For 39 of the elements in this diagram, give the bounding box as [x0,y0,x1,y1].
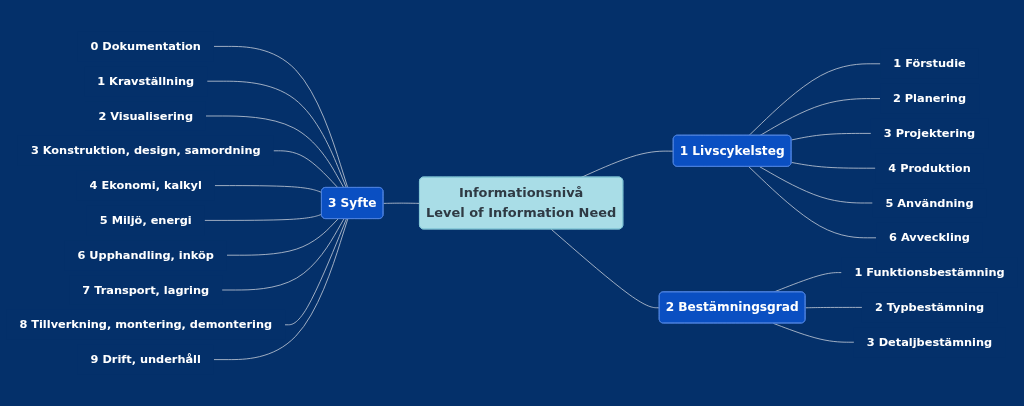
connector [204,213,323,221]
connector [221,218,345,291]
connector [213,218,349,360]
connector [791,133,872,141]
node-text: 3 Projektering [883,126,976,140]
node-text: 6 Upphandling, inköp [77,248,214,262]
node-text: 7 Transport, lagring [82,283,210,297]
connector [214,185,323,193]
node-text: 0 Dokumentation [90,39,201,53]
node-text: 1 Förstudie [893,56,966,70]
node-text: 1 Kravställning [97,74,195,88]
node-text: 1 Funktionsbestämning [854,265,1005,279]
node-text: 9 Drift, underhåll [90,352,201,366]
node-text: 3 Konstruktion, design, samordning [30,143,261,157]
connector [772,323,855,343]
node-text: 3 Detaljbestämning [866,335,993,349]
connector [213,46,349,189]
connector [759,98,881,137]
connector [748,166,877,239]
node-text: 8 Tillverkning, montering, demontering [19,317,273,331]
connector [791,162,876,169]
node-text: 6 Avveckling [889,230,970,244]
node-text: 2 Typbestämning [874,300,985,314]
connector [383,202,421,204]
node-text: 4 Produktion [888,161,971,175]
connector [205,115,345,189]
node-text: 2 Planering [892,91,967,105]
connector [226,218,339,256]
connector [550,228,660,309]
connector [273,150,339,189]
connector [284,218,347,326]
node-text: 4 Ekonomi, kalkyl [89,178,202,192]
node-text: 2 Visualisering [98,109,194,123]
node-text: 5 Användning [885,196,974,210]
connector [748,63,881,137]
connector [805,307,863,309]
node-text: 5 Miljö, energi [99,213,192,227]
connector [206,80,347,189]
connector [759,166,873,204]
